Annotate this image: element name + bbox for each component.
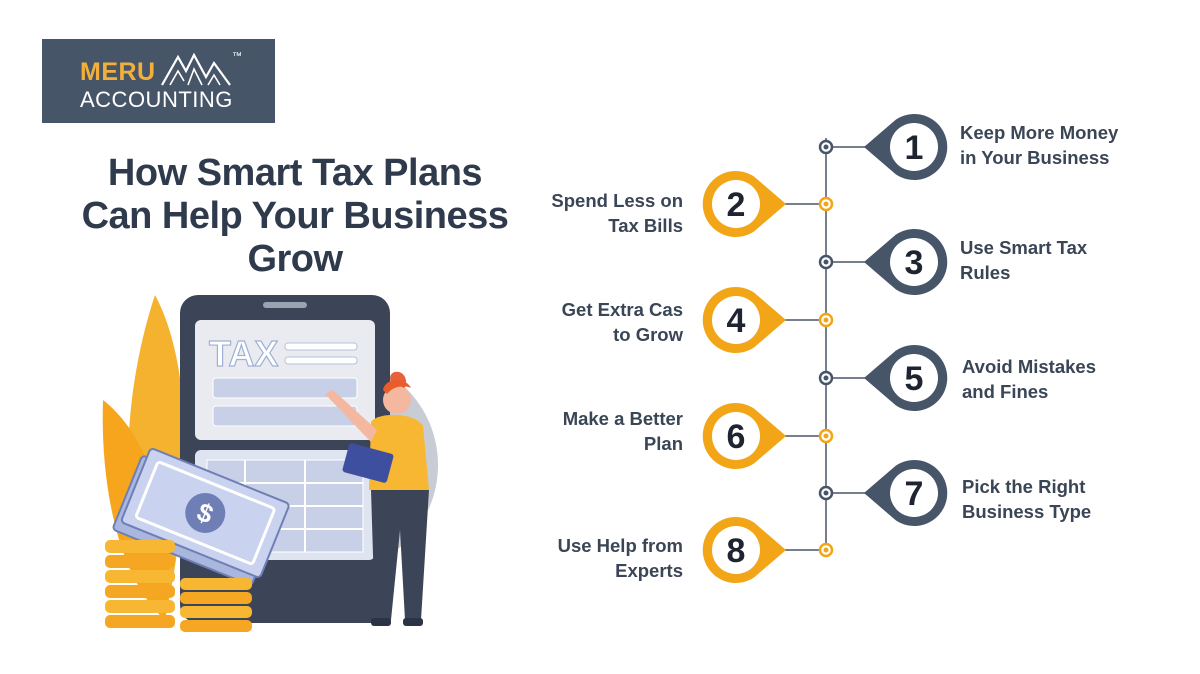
step-8-inner — [712, 526, 760, 574]
step-6-inner — [712, 412, 760, 460]
step-5-node-dot — [823, 375, 829, 381]
step-6-badge: 6 — [702, 403, 834, 470]
step-6-node-dot — [823, 433, 829, 439]
title-line-3: Grow — [247, 238, 343, 280]
logo-sub-text: ACCOUNTING — [80, 87, 233, 112]
step-4-line-2: to Grow — [613, 324, 683, 345]
step-5-badge: 5 — [818, 345, 948, 412]
tablet-icon — [342, 443, 394, 483]
step-8-line-1: Use Help from — [557, 535, 683, 556]
step-8-badge: 8 — [702, 517, 834, 583]
step-1-number: 1 — [905, 129, 924, 167]
person-figure — [325, 371, 429, 626]
step-4-badge: 4 — [702, 287, 834, 353]
title-line-1: How Smart Tax Plans — [107, 152, 483, 194]
step-1-node-dot — [823, 144, 829, 150]
screen-tax-label: TAX — [209, 333, 278, 374]
step-3-node-dot — [823, 259, 829, 265]
step-1-line-1: Keep More Money — [960, 122, 1119, 143]
step-3-line-1: Use Smart Tax — [960, 237, 1088, 258]
title-line-2: Can Help Your Business — [81, 195, 509, 237]
step-2-line-2: Tax Bills — [608, 215, 683, 236]
step-7-inner — [890, 469, 938, 517]
page-title: How Smart Tax Plans Can Help Your Busine… — [40, 152, 550, 281]
step-7-line-1: Pick the Right — [962, 476, 1086, 497]
step-4-node-dot — [823, 317, 829, 323]
step-1-text: Keep More Money in Your Business — [960, 120, 1150, 170]
step-4-text: Get Extra Cas to Grow — [503, 297, 683, 347]
step-3-text: Use Smart Tax Rules — [960, 235, 1150, 285]
step-8-node-dot — [823, 547, 829, 553]
step-5-line-2: and Fines — [962, 381, 1049, 402]
step-5-text: Avoid Mistakes and Fines — [962, 354, 1152, 404]
step-7-badge: 7 — [818, 460, 948, 526]
step-6-line-2: Plan — [643, 433, 683, 454]
step-7-number: 7 — [905, 475, 924, 513]
step-2-inner — [712, 180, 760, 228]
step-6-number: 6 — [727, 418, 746, 456]
step-2-number: 2 — [727, 186, 746, 224]
step-2-node-dot — [823, 201, 829, 207]
step-7-line-2: Business Type — [962, 501, 1092, 522]
step-3-number: 3 — [905, 244, 924, 282]
step-3-badge: 3 — [818, 229, 948, 295]
step-5-inner — [890, 354, 938, 402]
step-2-badge: 2 — [702, 171, 834, 237]
dollar-coin-icon — [185, 492, 226, 533]
step-2-text: Spend Less on Tax Bills — [503, 188, 683, 238]
step-2-line-1: Spend Less on — [551, 190, 683, 211]
tax-phone-illustration: TAX $ — [102, 295, 438, 632]
step-1-inner — [890, 123, 938, 171]
step-3-inner — [890, 238, 938, 286]
step-5-line-1: Avoid Mistakes — [962, 356, 1096, 377]
step-3-line-2: Rules — [960, 262, 1011, 283]
step-4-number: 4 — [727, 302, 746, 340]
coin-stack-left — [105, 540, 175, 628]
step-4-inner — [712, 296, 760, 344]
coin-stack-right — [180, 578, 252, 632]
step-1-badge: 1 — [818, 113, 948, 181]
step-5-number: 5 — [905, 360, 924, 398]
mountain-logo-icon — [161, 52, 231, 86]
banknote-stack: $ — [112, 447, 290, 586]
trademark-symbol: ™ — [232, 51, 242, 62]
step-8-number: 8 — [727, 532, 746, 570]
step-6-text: Make a Better Plan — [503, 406, 683, 456]
step-1-line-2: in Your Business — [960, 147, 1110, 168]
step-7-node-dot — [823, 490, 829, 496]
step-7-text: Pick the Right Business Type — [962, 474, 1152, 524]
step-8-text: Use Help from Experts — [503, 533, 683, 583]
step-6-line-1: Make a Better — [562, 408, 683, 429]
logo-brand-text: MERU — [80, 58, 156, 86]
step-8-line-2: Experts — [615, 560, 683, 581]
meru-accounting-logo: MERU ACCOUNTING ™ — [42, 39, 275, 123]
step-4-line-1: Get Extra Cas — [561, 299, 683, 320]
